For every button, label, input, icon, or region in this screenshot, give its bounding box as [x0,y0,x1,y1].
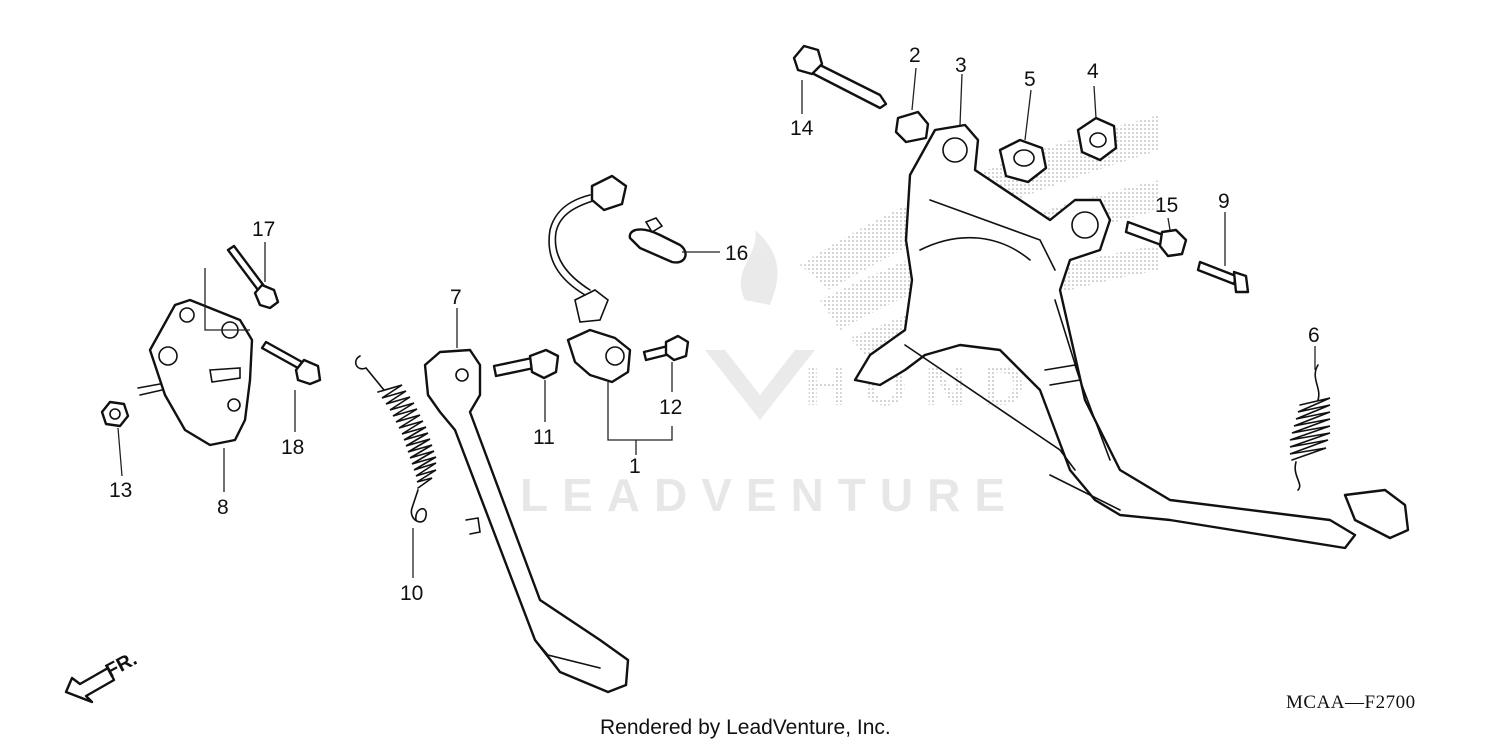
dust-seal-part [1076,116,1118,162]
callout-4: 4 [1087,60,1099,83]
callout-13: 13 [109,479,132,502]
callout-2: 2 [909,44,921,67]
front-arrow-icon [64,666,116,704]
leadventure-emblem [705,230,815,420]
callout-10: 10 [400,582,423,605]
side-stand-part [423,348,630,694]
render-credit: Rendered by LeadVenture, Inc. [600,716,891,739]
flange-bolt-17-part [226,244,280,310]
bracket-plate-part [137,298,254,447]
flange-bolt-18-part [260,340,322,386]
diagram-code: MCAA—F2700 [1286,692,1416,713]
collar-part [894,110,930,144]
leadventure-watermark: LEADVENTURE [520,469,1020,521]
front-direction-indicator: FR. [64,648,141,704]
side-stand-spring-part [354,355,437,523]
main-stand-spring-part [1289,364,1331,491]
pivot-bolt-part [492,348,560,380]
callout-6: 6 [1308,324,1320,347]
callout-18: 18 [281,436,304,459]
stand-bolt-part [1124,220,1188,258]
callout-16: 16 [725,242,748,265]
callout-7: 7 [450,286,462,309]
side-stand-switch-part [548,174,632,384]
callout-12: 12 [659,396,682,419]
callout-9: 9 [1218,190,1230,213]
leader-lines [117,67,1316,578]
callout-11: 11 [533,426,555,449]
nut-part [100,400,130,428]
long-bolt-part [792,44,888,110]
callout-14: 14 [790,117,814,140]
callout-numbers: 1 2 3 4 5 6 7 8 9 10 11 12 13 14 15 16 1… [109,44,1320,605]
callout-17: 17 [252,218,275,241]
callout-8: 8 [217,496,229,519]
bushing-part [998,138,1048,184]
callout-1: 1 [629,455,641,478]
callout-5: 5 [1024,68,1036,91]
switch-screw-part [642,334,690,362]
stand-screw-part [1196,260,1250,294]
callout-15: 15 [1155,194,1178,217]
wire-clamp-part [628,217,687,264]
main-stand-part [853,123,1410,550]
callout-3: 3 [955,54,967,77]
